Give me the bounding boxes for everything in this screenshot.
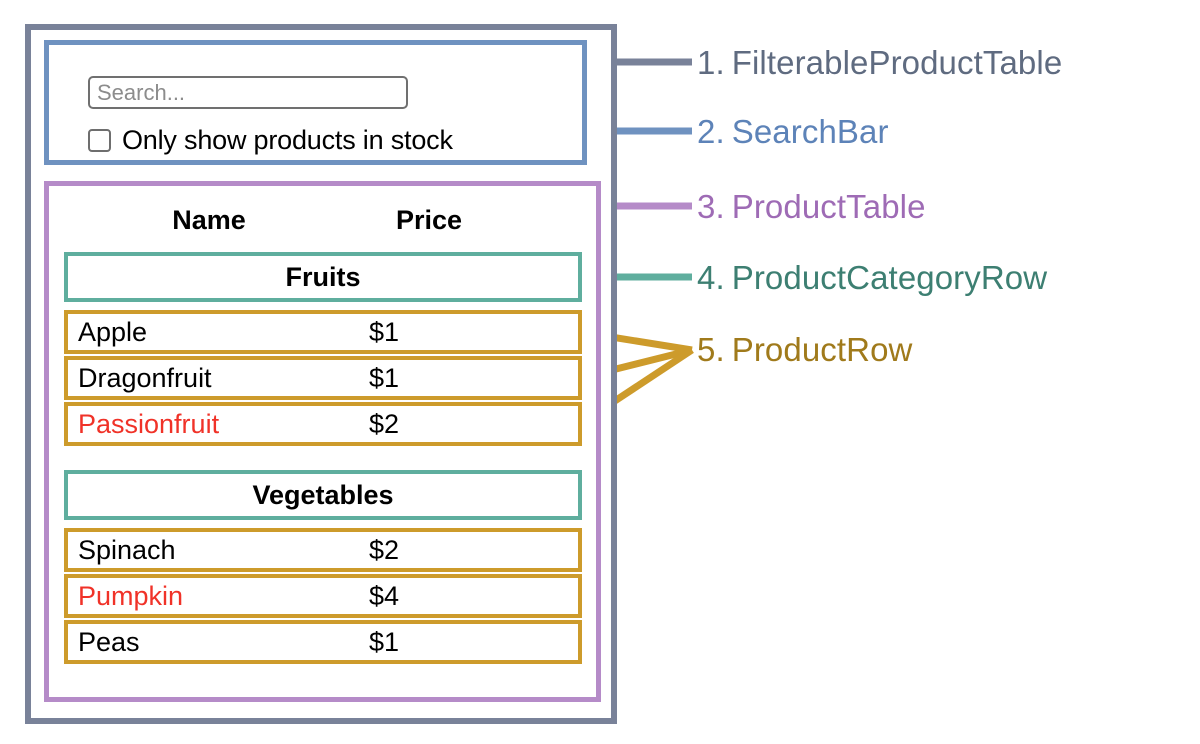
- product-row[interactable]: Spinach $2: [64, 528, 582, 572]
- legend-number: 4.: [697, 259, 725, 296]
- in-stock-checkbox-label: Only show products in stock: [122, 124, 453, 155]
- in-stock-checkbox[interactable]: [88, 128, 111, 152]
- product-category-row: Vegetables: [64, 470, 582, 520]
- column-header-name: Name: [172, 204, 246, 235]
- legend-item-product-table: 3.ProductTable: [697, 188, 926, 226]
- product-row[interactable]: Apple $1: [64, 310, 582, 354]
- legend-item-product-row: 5.ProductRow: [697, 331, 912, 369]
- legend-number: 1.: [697, 44, 725, 81]
- product-name: Passionfruit: [78, 408, 220, 439]
- product-name: Dragonfruit: [78, 362, 212, 393]
- legend-label: ProductRow: [731, 331, 913, 368]
- product-price: $1: [369, 362, 400, 393]
- legend-label: ProductTable: [731, 188, 926, 225]
- product-price: $4: [369, 580, 400, 611]
- legend-number: 5.: [697, 331, 725, 368]
- product-name: Peas: [78, 626, 140, 657]
- legend-label: FilterableProductTable: [731, 44, 1063, 81]
- legend-number: 2.: [697, 113, 725, 150]
- column-header-price: Price: [395, 204, 463, 235]
- product-name: Spinach: [78, 534, 176, 565]
- legend-item-filterable-product-table: 1.FilterableProductTable: [697, 44, 1062, 82]
- product-price: $1: [369, 316, 400, 347]
- legend-item-product-category-row: 4.ProductCategoryRow: [697, 259, 1047, 297]
- product-row[interactable]: Pumpkin $4: [64, 574, 582, 618]
- product-price: $1: [369, 626, 400, 657]
- product-price: $2: [369, 534, 400, 565]
- search-input[interactable]: [88, 76, 408, 109]
- product-row[interactable]: Dragonfruit $1: [64, 356, 582, 400]
- legend-label: ProductCategoryRow: [731, 259, 1048, 296]
- legend-number: 3.: [697, 188, 725, 225]
- product-row[interactable]: Passionfruit $2: [64, 402, 582, 446]
- product-row[interactable]: Peas $1: [64, 620, 582, 664]
- product-table-header: Name Price: [64, 196, 582, 244]
- in-stock-filter-row[interactable]: Only show products in stock: [88, 124, 453, 156]
- product-category-row: Fruits: [64, 252, 582, 302]
- legend-label: SearchBar: [731, 113, 889, 150]
- product-name: Apple: [78, 316, 148, 347]
- product-price: $2: [369, 408, 400, 439]
- product-name: Pumpkin: [78, 580, 184, 611]
- legend-item-search-bar: 2.SearchBar: [697, 113, 889, 151]
